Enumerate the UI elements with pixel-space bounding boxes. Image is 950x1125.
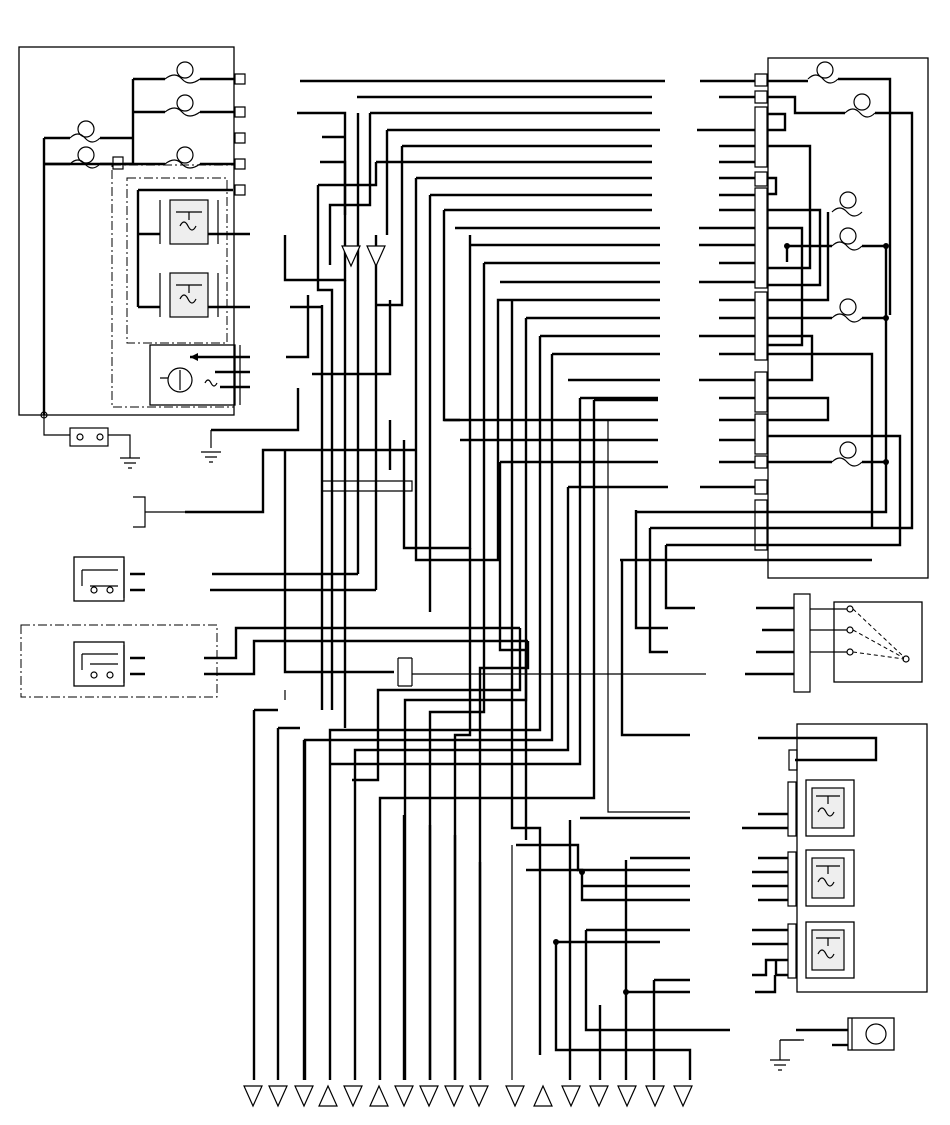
fuse-icon — [807, 61, 876, 467]
junction-terminals — [341, 245, 386, 268]
left-fuse-relay-box — [18, 46, 300, 469]
ground-icon — [120, 430, 221, 469]
switch-assembly-right — [745, 593, 923, 693]
terminal-down-triangle — [294, 1085, 314, 1108]
terminal-down-triangle — [343, 1085, 363, 1108]
terminal-down-triangle — [394, 1085, 414, 1108]
harness-wires — [252, 79, 755, 1080]
bottom-terminal-row — [243, 1084, 693, 1108]
terminal-down-triangle — [419, 1085, 439, 1108]
relay-icon — [805, 779, 855, 979]
terminal-up-triangle — [318, 1084, 338, 1107]
fuse-icon — [69, 61, 201, 169]
terminal-down-triangle — [444, 1085, 464, 1108]
right-fuse-relay-box — [620, 57, 929, 579]
terminal-down-triangle — [469, 1085, 489, 1108]
terminal-down-triangle — [617, 1085, 637, 1108]
terminal-up-triangle — [369, 1084, 389, 1107]
terminal-down-triangle — [243, 1085, 263, 1108]
left-switch — [20, 448, 528, 698]
terminal-down-triangle — [268, 1085, 288, 1108]
ground-terminal — [770, 1028, 848, 1071]
relay-box-lower-right — [742, 723, 928, 994]
terminal-down-triangle — [561, 1085, 581, 1108]
terminal-down-triangle — [589, 1085, 609, 1108]
speaker-icon — [847, 1017, 895, 1051]
terminal-down-triangle — [645, 1085, 665, 1108]
relay-icon — [159, 199, 219, 318]
terminal-down-triangle — [505, 1085, 525, 1108]
terminal-down-triangle — [673, 1085, 693, 1108]
terminal-up-triangle — [533, 1084, 553, 1107]
